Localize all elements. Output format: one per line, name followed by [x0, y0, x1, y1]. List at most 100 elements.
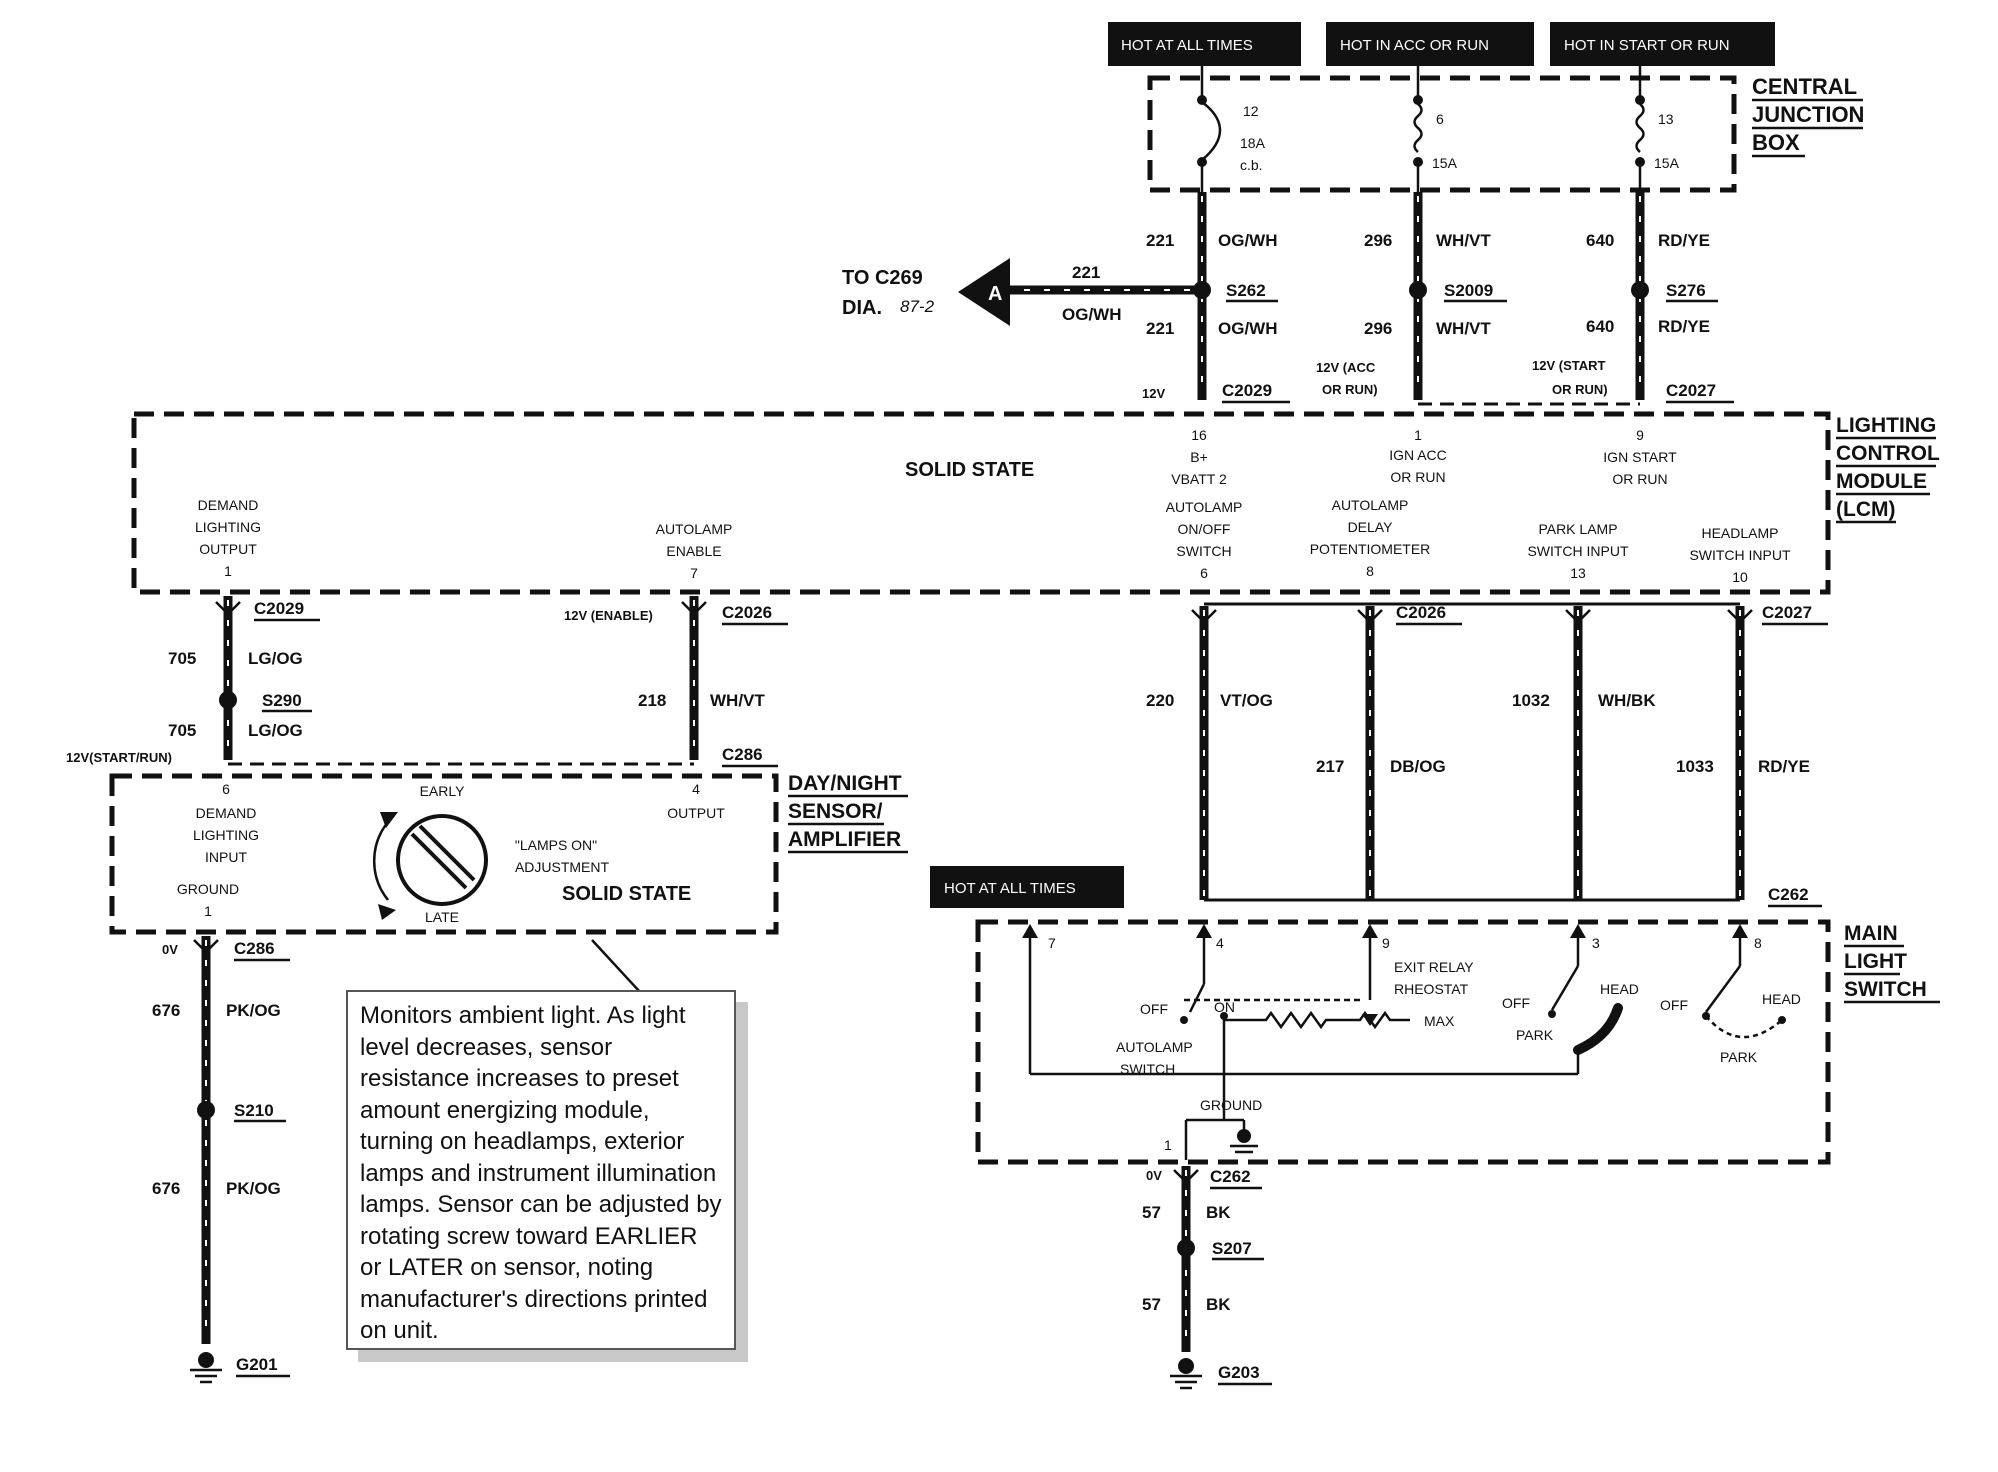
mls-autolamp-2: SWITCH [1120, 1061, 1175, 1077]
lcm-pin-6-num: 6 [1200, 565, 1208, 581]
splice-s262 [1193, 281, 1211, 299]
sensor-pin-6-l2: LIGHTING [193, 827, 259, 843]
mls-max: MAX [1424, 1013, 1455, 1029]
fuse-13-icon [1635, 103, 1645, 153]
sensor-pin-6-l3: INPUT [205, 849, 247, 865]
wire-57-upper-color: BK [1206, 1203, 1231, 1222]
lcm-pin-1top-l1: IGN ACC [1389, 447, 1447, 463]
header-hot-in-start-or-run [1550, 22, 1775, 66]
fuse-13-rating: 15A [1654, 155, 1680, 171]
wire-676-lower-color: PK/OG [226, 1179, 281, 1198]
wire-57-lower-color: BK [1206, 1295, 1231, 1314]
wire-676-lower-num: 676 [152, 1179, 180, 1198]
sensor-title-2: SENSOR/ [788, 800, 883, 823]
sensor-pin-4-num: 4 [692, 781, 700, 797]
header-hot-in-start-or-run-label: HOT IN START OR RUN [1564, 37, 1730, 54]
mls-park-3: PARK [1720, 1049, 1758, 1065]
mls-exit-2: RHEOSTAT [1394, 981, 1469, 997]
lcm-pin-13-l1: PARK LAMP [1538, 521, 1617, 537]
wire-221-upper-color: OG/WH [1218, 231, 1278, 250]
wire-220-color: VT/OG [1220, 691, 1273, 710]
header-hot-at-all-times-label: HOT AT ALL TIMES [1121, 37, 1253, 54]
autolamp-switch-blade [1188, 983, 1206, 1013]
sensor-title-3: AMPLIFIER [788, 828, 901, 851]
lcm-pin-7-l1: AUTOLAMP [656, 521, 733, 537]
lcm-pin-7-l2: ENABLE [666, 543, 721, 559]
voltage-start-1: 12V (START [1532, 358, 1605, 373]
mls-on: ON [1214, 999, 1235, 1015]
sensor-pin-6-num: 6 [222, 781, 230, 797]
splice-s207 [1177, 1239, 1195, 1257]
wire-296-upper-num: 296 [1364, 231, 1392, 250]
offpage-wire-num: 221 [1072, 263, 1100, 282]
wire-705-upper-num: 705 [168, 649, 196, 668]
lcm-pin-8-l1: AUTOLAMP [1332, 497, 1409, 513]
fuse-6-icon [1413, 103, 1423, 153]
voltage-0v-left: 0V [162, 942, 178, 957]
lcm-title-3: MODULE [1836, 470, 1927, 493]
circuit-breaker-icon [1201, 101, 1222, 161]
splice-s210 [197, 1101, 215, 1119]
voltage-12v-top: 12V [1142, 386, 1165, 401]
offpage-to-1: TO C269 [842, 267, 923, 289]
ground-g203-icon [1170, 1358, 1202, 1390]
lcm-pin-6-l3: SWITCH [1176, 543, 1231, 559]
main-light-switch [975, 919, 1831, 1165]
wire-676-upper-num: 676 [152, 1001, 180, 1020]
cjb-title-1: CENTRAL [1752, 74, 1857, 99]
mls-exit-1: EXIT RELAY [1394, 959, 1474, 975]
lcm-pin-8-l2: DELAY [1348, 519, 1394, 535]
wire-218-color: WH/VT [710, 691, 765, 710]
voltage-start-2: OR RUN) [1552, 382, 1608, 397]
wire-1033-num: 1033 [1676, 757, 1714, 776]
lcm-pin-1top-l2: OR RUN [1390, 469, 1445, 485]
lcm-pin-10-l2: SWITCH INPUT [1689, 547, 1791, 563]
offpage-letter: A [988, 283, 1002, 305]
sensor-pin-1-num: 1 [204, 903, 212, 919]
mls-pin-3: 3 [1592, 935, 1600, 951]
mls-pin-8: 8 [1754, 935, 1762, 951]
header-hot-in-acc-or-run-label: HOT IN ACC OR RUN [1340, 37, 1489, 54]
ground-g201-label: G201 [236, 1355, 278, 1374]
splice-s290 [219, 691, 237, 709]
lcm-pin-9-l2: OR RUN [1612, 471, 1667, 487]
connector-c2026-left: C2026 [722, 603, 772, 622]
splice-s2009-label: S2009 [1444, 281, 1493, 300]
lcm-pin-10-num: 10 [1732, 569, 1748, 585]
mls-ground: GROUND [1200, 1097, 1262, 1113]
lcm-pin-1-l1: DEMAND [198, 497, 259, 513]
cjb-title-2: JUNCTION [1752, 102, 1864, 127]
connector-c2027-top: C2027 [1666, 381, 1716, 400]
sensor-solid-state: SOLID STATE [562, 883, 691, 905]
wire-640-upper-num: 640 [1586, 231, 1614, 250]
voltage-0v-right: 0V [1146, 1168, 1162, 1183]
header-hot-at-all-times-2-label: HOT AT ALL TIMES [944, 880, 1076, 897]
ground-g201-icon [190, 1352, 222, 1384]
wire-705-lower-num: 705 [168, 721, 196, 740]
sensor-late: LATE [425, 909, 459, 925]
wire-1032-color: WH/BK [1598, 691, 1656, 710]
mls-autolamp-1: AUTOLAMP [1116, 1039, 1193, 1055]
lcm-pin-6-l1: AUTOLAMP [1166, 499, 1243, 515]
lcm-title-1: LIGHTING [1836, 414, 1936, 437]
lcm-solid-state: SOLID STATE [905, 459, 1034, 481]
mls-title-1: MAIN [1844, 922, 1898, 945]
park-head-switch-blade [1550, 965, 1580, 1011]
mls-off: OFF [1140, 1001, 1168, 1017]
connector-c262-top: C262 [1768, 885, 1809, 904]
lcm-pin-10-l1: HEADLAMP [1701, 525, 1778, 541]
sensor-early: EARLY [420, 783, 466, 799]
splice-s290-label: S290 [262, 691, 302, 710]
lcm-pin-1top-num: 1 [1414, 427, 1422, 443]
headlamp-switch-blade [1704, 965, 1742, 1013]
lcm-pin-8-num: 8 [1366, 563, 1374, 579]
mls-head-2: HEAD [1600, 981, 1639, 997]
wire-640-lower-num: 640 [1586, 317, 1614, 336]
voltage-start-run: 12V(START/RUN) [66, 750, 172, 765]
splice-s207-label: S207 [1212, 1239, 1252, 1258]
mls-title-2: LIGHT [1844, 950, 1907, 973]
fuse-13-num: 13 [1658, 111, 1674, 127]
fuse-12-rating: 18A [1240, 135, 1266, 151]
wire-217-num: 217 [1316, 757, 1344, 776]
lcm-pin-9-l1: IGN START [1603, 449, 1677, 465]
